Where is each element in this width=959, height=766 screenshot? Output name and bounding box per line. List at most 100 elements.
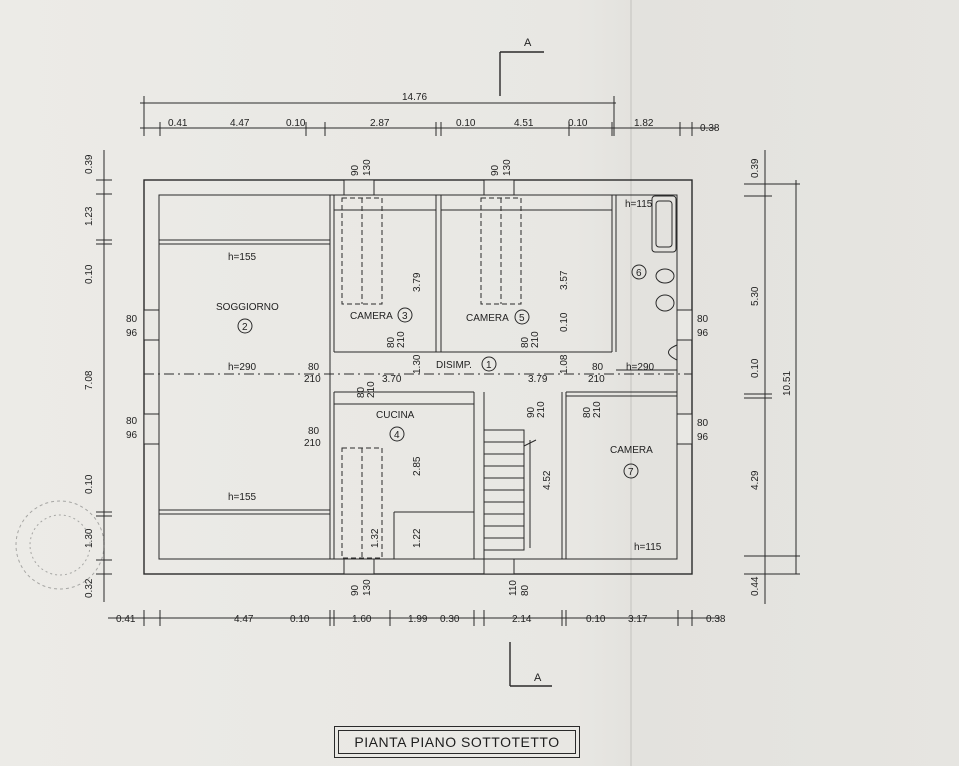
bottom-dim-7: 2.14 xyxy=(512,614,532,625)
section-label-bottom: A xyxy=(534,672,542,684)
room-number-circle xyxy=(397,307,413,323)
right-ticks xyxy=(744,183,800,575)
room-number-circle xyxy=(237,318,253,334)
bottom-dim-1: 0.41 xyxy=(116,614,136,625)
drawing-title: PIANTA PIANO SOTTOTETTO xyxy=(334,726,580,758)
left-dim-1: 0.39 xyxy=(84,154,95,174)
room-number-circle xyxy=(514,309,530,325)
bottom-dim-8: 0.10 xyxy=(586,614,606,625)
bottom-dim-10: 0.38 xyxy=(706,614,726,625)
room-num-1: 1 xyxy=(486,360,492,371)
opening-height: 96 xyxy=(697,432,709,443)
room-num-5: 5 xyxy=(519,313,525,324)
left-dim-2: 1.23 xyxy=(84,206,95,226)
internal-dim: 2.85 xyxy=(412,456,423,476)
door-width: 80 xyxy=(592,362,604,373)
height-label: h=115 xyxy=(634,542,662,553)
opening-width: 80 xyxy=(697,314,709,325)
top-dim-2: 4.47 xyxy=(230,118,250,129)
right-dim-3: 0.10 xyxy=(750,358,761,378)
stamp xyxy=(15,500,105,590)
bottom-ticks xyxy=(143,610,693,626)
top-dim-6: 4.51 xyxy=(514,118,534,129)
bottom-dim-3: 0.10 xyxy=(290,614,310,625)
internal-dim: 1.32 xyxy=(370,528,381,548)
door-height: 210 xyxy=(396,331,407,348)
opening-height: 130 xyxy=(362,579,373,596)
left-dim-6: 1.30 xyxy=(84,528,95,548)
top-ticks xyxy=(143,96,693,136)
room-number-circle xyxy=(481,356,497,372)
top-overall-dim: 14.76 xyxy=(402,92,427,103)
right-dim-1: 0.39 xyxy=(750,158,761,178)
internal-dim: 3.70 xyxy=(382,374,402,385)
room-number-circle xyxy=(389,426,405,442)
right-dim-5: 0.44 xyxy=(750,576,761,596)
right-dim-4: 4.29 xyxy=(750,470,761,490)
room-num-4: 4 xyxy=(394,430,400,441)
skylights xyxy=(341,197,522,559)
paper-fold xyxy=(630,0,632,766)
bottom-dim-2: 4.47 xyxy=(234,614,254,625)
section-mark-bottom xyxy=(509,642,552,687)
bottom-dim-5: 1.99 xyxy=(408,614,428,625)
opening-width: 80 xyxy=(126,416,138,427)
height-label: h=155 xyxy=(228,492,257,503)
right-overall-dim: 10.51 xyxy=(782,371,793,396)
internal-dim: 3.57 xyxy=(559,270,570,290)
window-openings xyxy=(143,179,693,575)
opening-height: 130 xyxy=(502,159,513,176)
left-ticks xyxy=(96,179,112,575)
top-dim-4: 2.87 xyxy=(370,118,390,129)
opening-height: 96 xyxy=(126,328,138,339)
internal-dim: 4.52 xyxy=(542,470,553,490)
door-height: 210 xyxy=(304,438,321,449)
opening-height: 96 xyxy=(126,430,138,441)
door-height: 210 xyxy=(366,381,377,398)
room-number-circle xyxy=(623,463,639,479)
bottom-dim-4: 1.60 xyxy=(352,614,372,625)
top-dim-8: 1.82 xyxy=(634,118,654,129)
door-width: 80 xyxy=(520,336,531,348)
internal-dim: 3.79 xyxy=(412,272,423,292)
right-dim-2: 5.30 xyxy=(750,286,761,306)
opening-height: 80 xyxy=(520,584,531,596)
left-dim-7: 0.32 xyxy=(84,578,95,598)
height-label: h=115 xyxy=(625,199,653,210)
door-width: 80 xyxy=(308,426,320,437)
room-name-camera-3: CAMERA xyxy=(350,311,393,322)
room-number-circle xyxy=(631,264,647,280)
bottom-dim-9: 3.17 xyxy=(628,614,648,625)
door-width: 80 xyxy=(356,386,367,398)
opening-width: 90 xyxy=(350,164,361,176)
height-label: h=155 xyxy=(228,252,257,263)
section-mark-top xyxy=(499,51,544,96)
outer-wall xyxy=(143,179,693,575)
top-dim-3: 0.10 xyxy=(286,118,306,129)
room-name-soggiorno: SOGGIORNO xyxy=(216,302,279,313)
height-label: h=290 xyxy=(626,362,655,373)
top-dim-5: 0.10 xyxy=(456,118,476,129)
door-height: 210 xyxy=(592,401,603,418)
internal-dim: 1.08 xyxy=(559,354,570,374)
door-width: 80 xyxy=(386,336,397,348)
room-num-7: 7 xyxy=(628,467,634,478)
bottom-dim-6: 0.30 xyxy=(440,614,460,625)
room-name-disimp: DISIMP. xyxy=(436,360,472,371)
staircase xyxy=(483,429,537,551)
left-dim-5: 0.10 xyxy=(84,474,95,494)
top-dim-9: 0.38 xyxy=(700,123,720,134)
interior-walls xyxy=(159,195,677,559)
room-num-2: 2 xyxy=(242,322,248,333)
top-dim-1: 0.41 xyxy=(168,118,188,129)
internal-dim: 0.10 xyxy=(559,312,570,332)
left-dim-4: 7.08 xyxy=(84,370,95,390)
room-num-3: 3 xyxy=(402,311,408,322)
opening-width: 90 xyxy=(490,164,501,176)
room-name-cucina: CUCINA xyxy=(376,410,415,421)
section-label-top: A xyxy=(524,37,532,49)
opening-height: 96 xyxy=(697,328,709,339)
door-width: 90 xyxy=(526,406,537,418)
